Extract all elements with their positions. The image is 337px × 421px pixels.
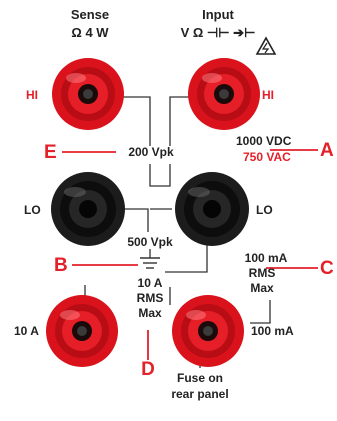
callout-e: E	[44, 142, 57, 163]
sense-subtitle: Ω 4 W	[71, 25, 109, 40]
rating-ma-line2: RMS	[248, 266, 276, 280]
rating-ma-line3: Max	[250, 281, 274, 295]
rating-a-line2: RMS	[136, 291, 164, 305]
input-title: Input	[202, 7, 234, 22]
rating-a-line1: 10 A	[134, 277, 166, 289]
input-hi-label: HI	[262, 88, 274, 102]
callout-d: D	[141, 359, 155, 380]
rating-500-vpk: 500 Vpk	[125, 235, 175, 249]
rating-200-vpk: 200 Vpk	[126, 145, 176, 159]
input-subtitle: V Ω ⊣⊢ ➔⊢	[180, 25, 256, 40]
input-hi-terminal	[188, 58, 260, 130]
rating-a-line3: Max	[138, 306, 162, 320]
input-lo-label: LO	[256, 203, 273, 217]
ma-100-label: 100 mA	[251, 324, 294, 338]
sense-lo-label: LO	[24, 203, 41, 217]
fuse-line2: rear panel	[171, 387, 229, 401]
amp-10-terminal	[46, 295, 118, 367]
rating-1000-vdc: 1000 VDC	[236, 134, 292, 148]
sense-hi-terminal	[52, 58, 124, 130]
callout-a: A	[320, 140, 334, 161]
callout-b: B	[54, 255, 68, 276]
rating-ma-line1: 100 mA	[244, 251, 288, 265]
sense-hi-label: HI	[26, 88, 38, 102]
sense-title: Sense	[70, 7, 110, 22]
callout-c: C	[320, 258, 334, 279]
ma-100-terminal	[172, 295, 244, 367]
amp-10-label: 10 A	[14, 324, 39, 338]
sense-lo-terminal	[51, 172, 125, 246]
fuse-line1: Fuse on	[176, 371, 224, 385]
rating-750-vac: 750 VAC	[243, 150, 291, 164]
warning-triangle-icon	[255, 36, 277, 55]
input-lo-terminal	[175, 172, 249, 246]
ground-icon	[140, 257, 160, 269]
hi-separator-wire	[169, 96, 195, 146]
